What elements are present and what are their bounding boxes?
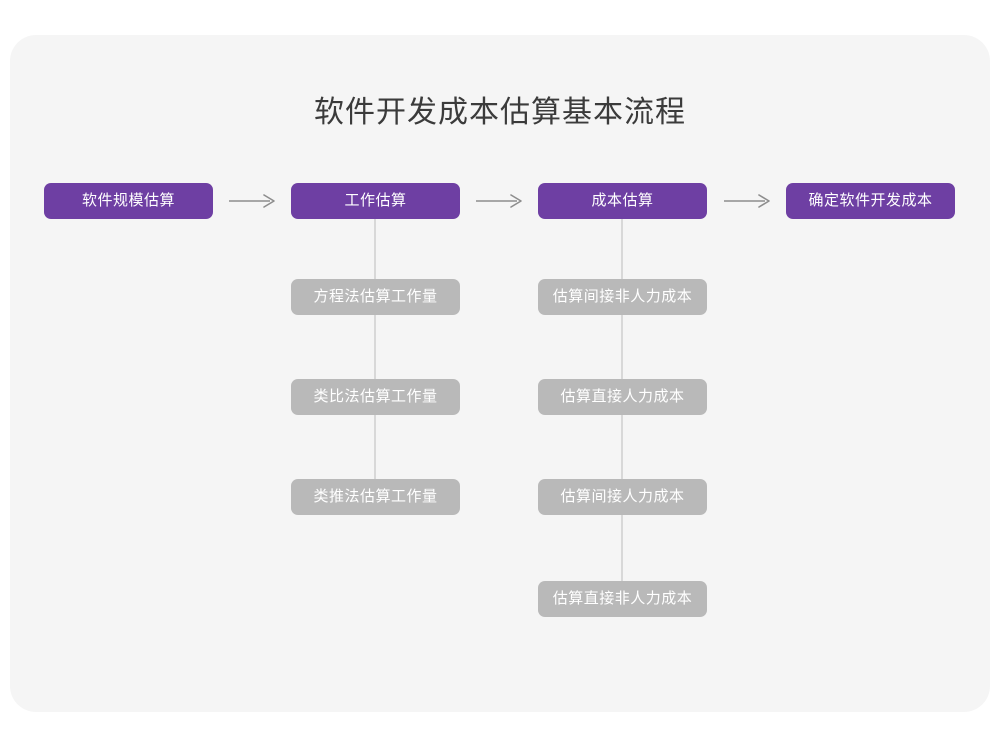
connector-line-right-1: [621, 218, 623, 280]
branch-item-indirect-non-labor-cost[interactable]: 估算间接非人力成本: [538, 279, 707, 315]
step-box-effort-estimation[interactable]: 工作估算: [291, 183, 460, 219]
connector-line-left-2: [374, 315, 376, 380]
diagram-card: [10, 35, 990, 712]
branch-item-inference-method-effort[interactable]: 类推法估算工作量: [291, 479, 460, 515]
connector-line-right-3: [621, 415, 623, 480]
step-box-software-scale-estimation[interactable]: 软件规模估算: [44, 183, 213, 219]
connector-line-right-4: [621, 515, 623, 582]
connector-line-right-2: [621, 315, 623, 380]
connector-line-left-3: [374, 415, 376, 480]
connector-line-left-1: [374, 218, 376, 280]
step-box-cost-estimation[interactable]: 成本估算: [538, 183, 707, 219]
branch-item-indirect-labor-cost[interactable]: 估算间接人力成本: [538, 479, 707, 515]
arrow-icon-1: [228, 192, 278, 210]
branch-item-direct-non-labor-cost[interactable]: 估算直接非人力成本: [538, 581, 707, 617]
arrow-icon-3: [723, 192, 773, 210]
arrow-icon-2: [475, 192, 525, 210]
page-title: 软件开发成本估算基本流程: [314, 96, 686, 129]
branch-item-direct-labor-cost[interactable]: 估算直接人力成本: [538, 379, 707, 415]
step-box-determine-development-cost[interactable]: 确定软件开发成本: [786, 183, 955, 219]
branch-item-equation-method-effort[interactable]: 方程法估算工作量: [291, 279, 460, 315]
branch-item-analogy-method-effort[interactable]: 类比法估算工作量: [291, 379, 460, 415]
